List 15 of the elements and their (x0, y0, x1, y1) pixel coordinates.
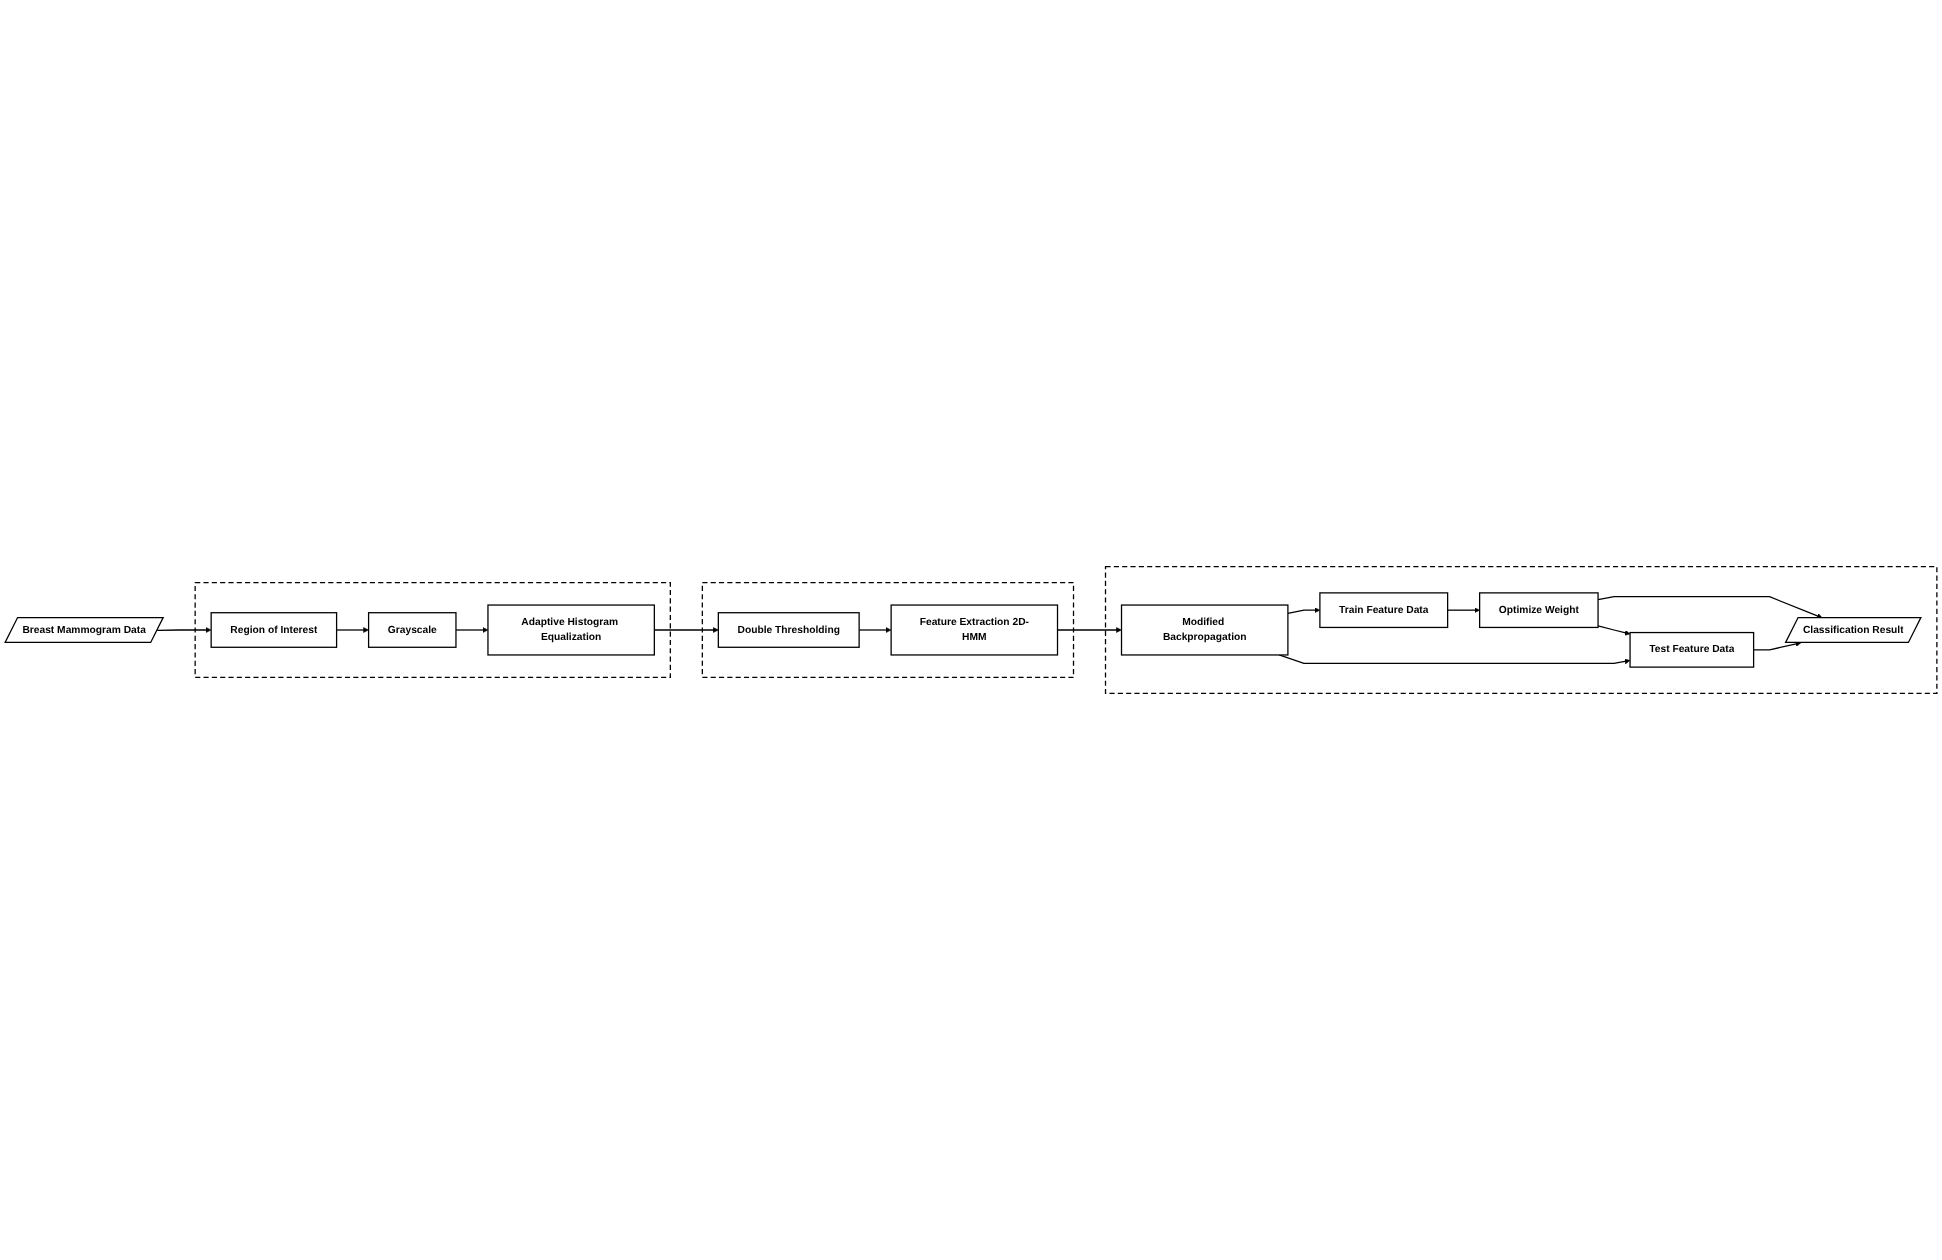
arrow (653, 627, 719, 633)
arrow (156, 627, 212, 633)
arrow (1278, 654, 1631, 665)
cluster (194, 582, 671, 678)
cluster (1104, 566, 1938, 694)
cluster (701, 582, 1075, 678)
arrow (335, 627, 369, 633)
arrow (455, 627, 489, 633)
arrow (1447, 607, 1480, 613)
arrow (1597, 625, 1631, 636)
arrow (1056, 627, 1122, 633)
arrow (858, 627, 892, 633)
arrow (1752, 641, 1802, 651)
arrow (1287, 607, 1321, 614)
arrow (1597, 596, 1823, 619)
